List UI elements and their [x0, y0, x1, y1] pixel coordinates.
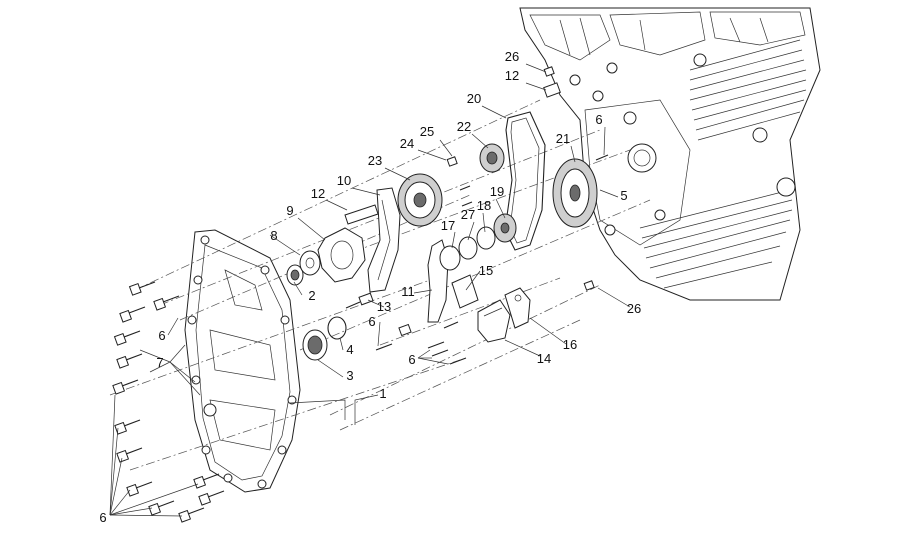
callout-c15: 15 — [479, 263, 493, 278]
sprocket-22 — [479, 143, 505, 173]
seals-and-rings — [286, 250, 347, 361]
callout-c2: 2 — [308, 288, 315, 303]
callout-c23: 23 — [368, 153, 382, 168]
callout-c6e: 6 — [99, 510, 106, 525]
cover-bolts — [112, 281, 225, 523]
callout-c6c: 6 — [408, 352, 415, 367]
sensor-ring — [317, 227, 366, 283]
callout-c3: 3 — [346, 368, 353, 383]
callout-c19: 19 — [490, 184, 504, 199]
callout-c6a: 6 — [158, 328, 165, 343]
callout-c10: 10 — [337, 173, 351, 188]
callout-c13: 13 — [377, 299, 391, 314]
callout-c5: 5 — [620, 188, 627, 203]
callout-c6d: 6 — [595, 112, 602, 127]
callout-c26b: 26 — [627, 301, 641, 316]
callout-c21: 21 — [556, 131, 570, 146]
gear-21 — [552, 158, 598, 228]
callout-c22: 22 — [457, 119, 471, 134]
callout-c16: 16 — [563, 337, 577, 352]
callout-c17: 17 — [441, 218, 455, 233]
callout-c11: 11 — [401, 284, 415, 299]
gears-17-19 — [439, 213, 517, 271]
callout-c7: 7 — [156, 355, 163, 370]
tensioner-arm-10 — [367, 187, 401, 293]
small-fasteners — [345, 66, 609, 365]
callout-c26a: 26 — [505, 49, 519, 64]
callout-c1: 1 — [379, 386, 386, 401]
callout-c24: 24 — [400, 136, 414, 151]
callout-c20: 20 — [467, 91, 481, 106]
callout-c6b: 6 — [368, 314, 375, 329]
callout-c25: 25 — [420, 124, 434, 139]
callout-labels: 1234566666789101112121314151617181920212… — [99, 49, 641, 525]
callout-c12a: 12 — [311, 186, 325, 201]
pin-12-left — [344, 204, 379, 225]
callout-c8: 8 — [270, 228, 277, 243]
leader-lines — [109, 63, 631, 517]
plunger-15 — [451, 274, 479, 309]
bracket-16 — [504, 287, 531, 329]
engine-block — [519, 7, 821, 301]
sprocket-23 — [397, 173, 443, 227]
timing-chain-20 — [504, 111, 546, 251]
timing-cover — [184, 229, 301, 493]
callout-c27: 27 — [461, 207, 475, 222]
callout-c18: 18 — [477, 198, 491, 213]
callout-c9: 9 — [286, 203, 293, 218]
tensioner-14 — [477, 299, 511, 343]
callout-c14: 14 — [537, 351, 551, 366]
callout-c12b: 12 — [505, 68, 519, 83]
callout-c4: 4 — [346, 342, 353, 357]
